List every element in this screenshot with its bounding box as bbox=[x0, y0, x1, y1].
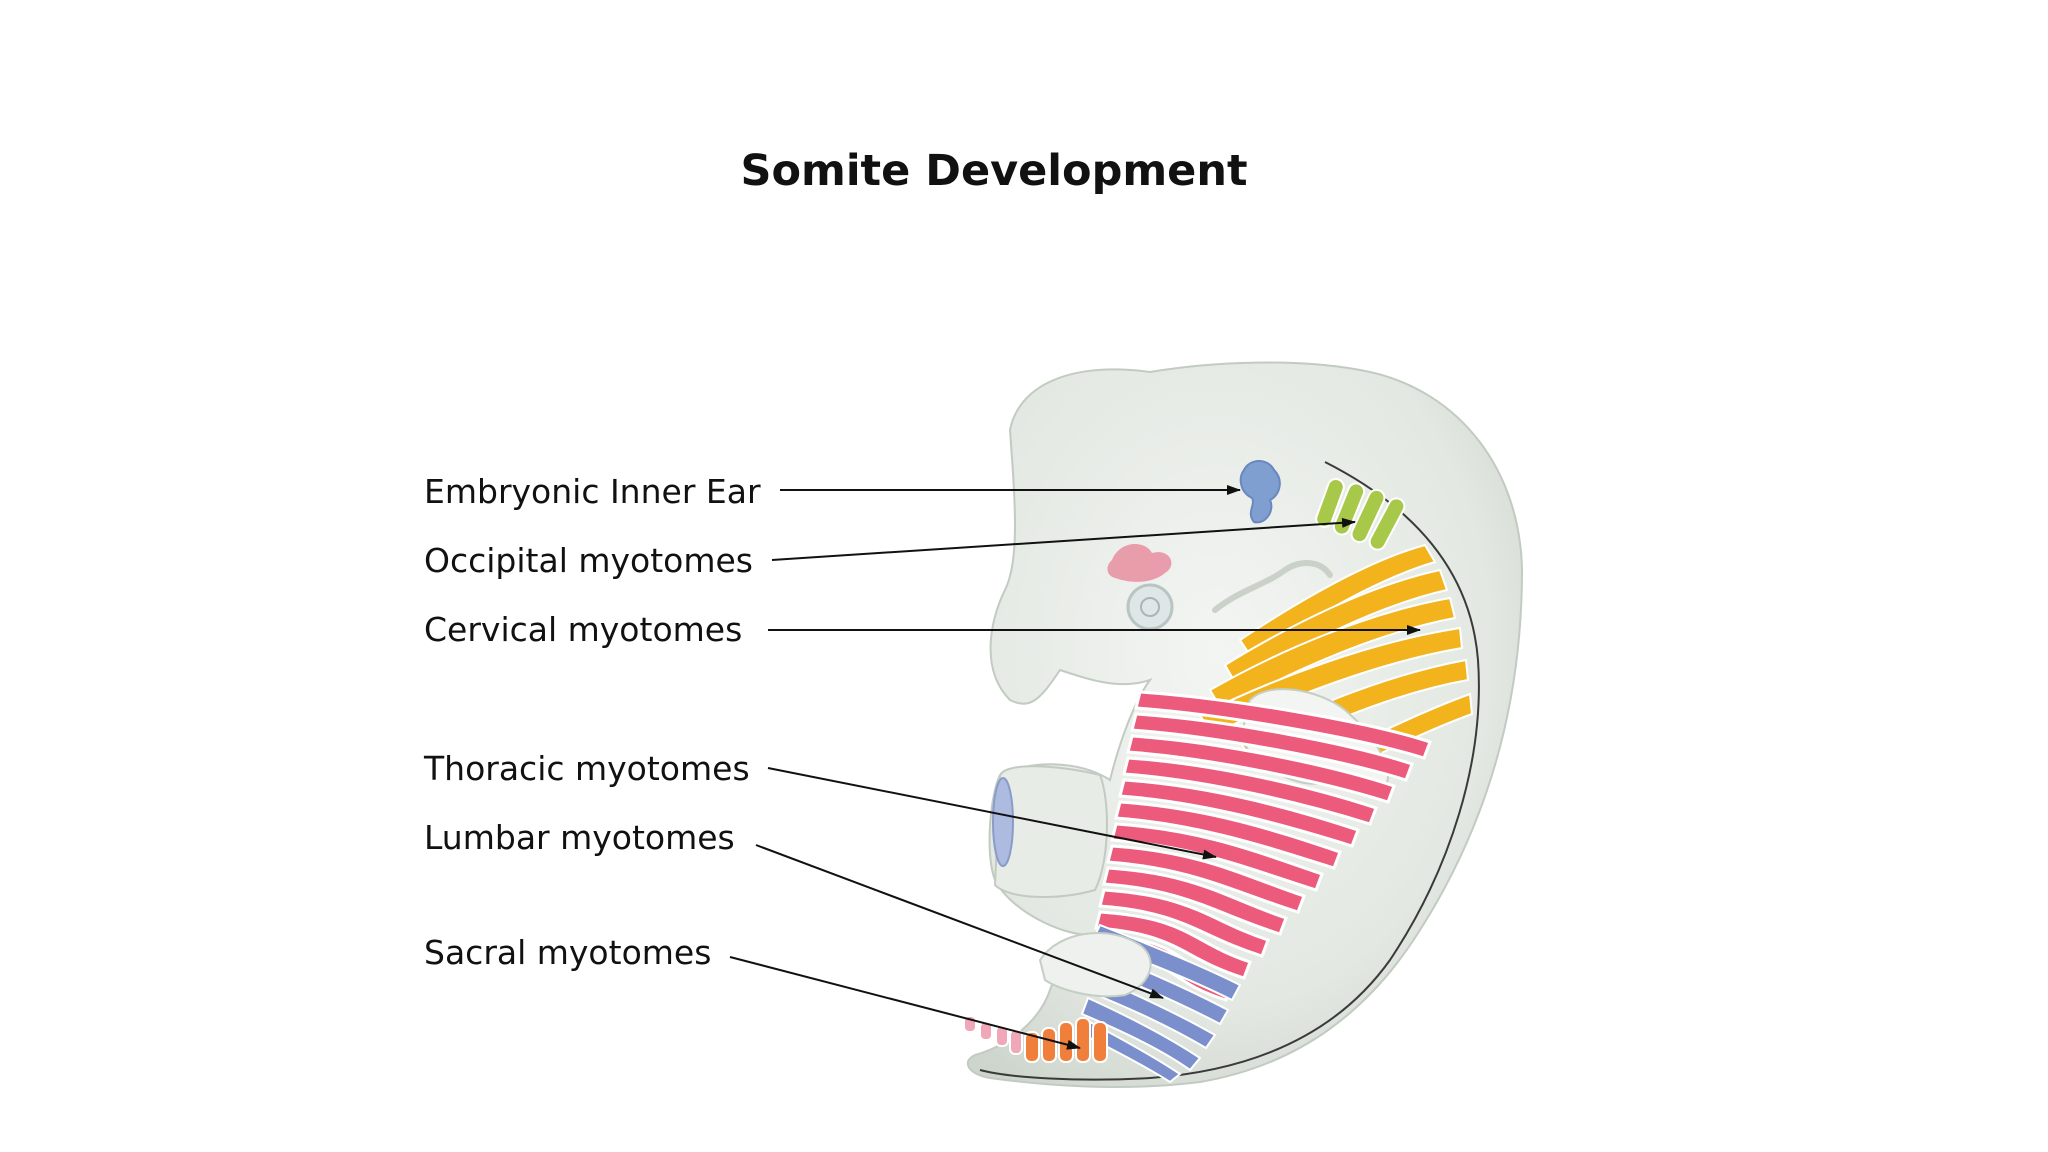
arrow-sacral bbox=[729, 956, 1081, 1050]
cervical-myotomes bbox=[1198, 543, 1474, 778]
pharyngeal-arches bbox=[1212, 560, 1333, 613]
thoracic-myotome-band bbox=[1094, 910, 1252, 980]
thoracic-myotome-band bbox=[1098, 888, 1270, 958]
slide-title: Somite Development bbox=[740, 146, 1248, 196]
thoracic-myotome-band bbox=[1134, 690, 1432, 760]
stalk-opening bbox=[992, 777, 1014, 867]
lens-placode bbox=[1126, 583, 1174, 631]
thoracic-myotome-band bbox=[1130, 712, 1414, 782]
lower-limb-bud bbox=[1038, 932, 1152, 998]
thoracic-myotome-band bbox=[1122, 756, 1378, 826]
dermomyotome-outline bbox=[979, 461, 1480, 1081]
thoracic-myotome-band bbox=[1106, 844, 1306, 914]
label-thoracic-myotomes: Thoracic myotomes bbox=[424, 749, 750, 788]
leader-lines bbox=[729, 485, 1421, 1050]
label-embryonic-inner-ear: Embryonic Inner Ear bbox=[424, 472, 761, 511]
umbilical-stalk bbox=[993, 765, 1108, 898]
optic-region bbox=[1107, 543, 1172, 582]
occipital-myotomes bbox=[1315, 478, 1406, 551]
thoracic-myotomes bbox=[1090, 690, 1432, 1002]
label-cervical-myotomes: Cervical myotomes bbox=[424, 610, 743, 649]
sacral-myotomes bbox=[1024, 1017, 1108, 1063]
thoracic-myotome-band bbox=[1114, 800, 1342, 870]
label-occipital-myotomes: Occipital myotomes bbox=[424, 541, 754, 580]
otic-vesicle bbox=[1239, 460, 1281, 524]
arrow-occipital bbox=[771, 517, 1356, 561]
label-sacral-myotomes: Sacral myotomes bbox=[424, 933, 712, 972]
thoracic-myotome-band bbox=[1118, 778, 1360, 848]
arrow-lumbar bbox=[755, 844, 1164, 999]
arrow-thoracic bbox=[767, 767, 1217, 860]
thoracic-myotome-band bbox=[1102, 866, 1288, 936]
thoracic-myotome-band bbox=[1126, 734, 1396, 804]
label-lumbar-myotomes: Lumbar myotomes bbox=[424, 818, 735, 857]
